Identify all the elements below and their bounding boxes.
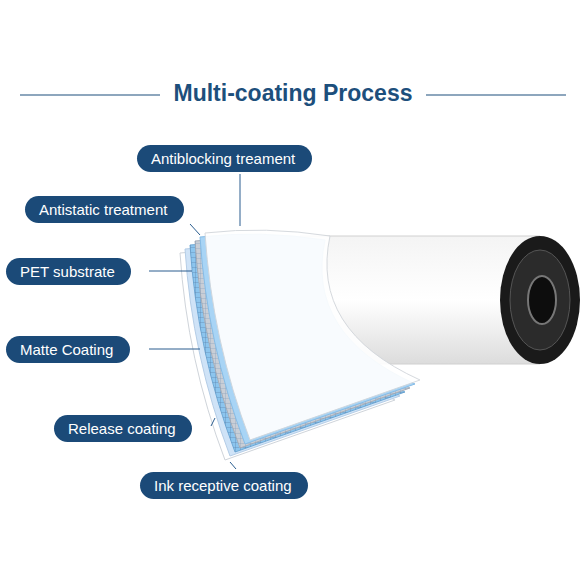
leader-line — [230, 462, 236, 469]
label-pill: Matte Coating — [6, 336, 130, 363]
leader-line — [149, 271, 192, 272]
pill-text: Ink receptive coating — [154, 477, 292, 494]
pill-text: Release coating — [68, 420, 176, 437]
title-rule — [426, 94, 566, 95]
roll-hole — [528, 276, 556, 324]
pill-text: Antistatic treatment — [39, 201, 167, 218]
leader-line — [149, 349, 200, 350]
antiblocking-layer — [205, 230, 420, 440]
roll-end — [500, 236, 580, 364]
title-rule — [20, 94, 160, 95]
leader-line — [211, 418, 215, 426]
label-pill: Antistatic treatment — [25, 196, 184, 223]
sheet-layers — [180, 230, 420, 460]
label-pill: Antiblocking treament — [137, 145, 312, 172]
pill-text: Antiblocking treament — [151, 150, 295, 167]
leader-line — [190, 224, 200, 235]
pill-text: Matte Coating — [20, 341, 113, 358]
label-pill: Ink receptive coating — [140, 472, 308, 499]
pill-text: PET substrate — [20, 263, 115, 280]
leader-line — [240, 174, 241, 226]
diagram-title: Multi-coating Process — [168, 80, 419, 106]
label-pill: PET substrate — [6, 258, 131, 285]
roll-core — [510, 250, 570, 350]
label-pill: Release coating — [54, 415, 192, 442]
diagram-title-box: Multi-coating Process — [0, 80, 586, 107]
